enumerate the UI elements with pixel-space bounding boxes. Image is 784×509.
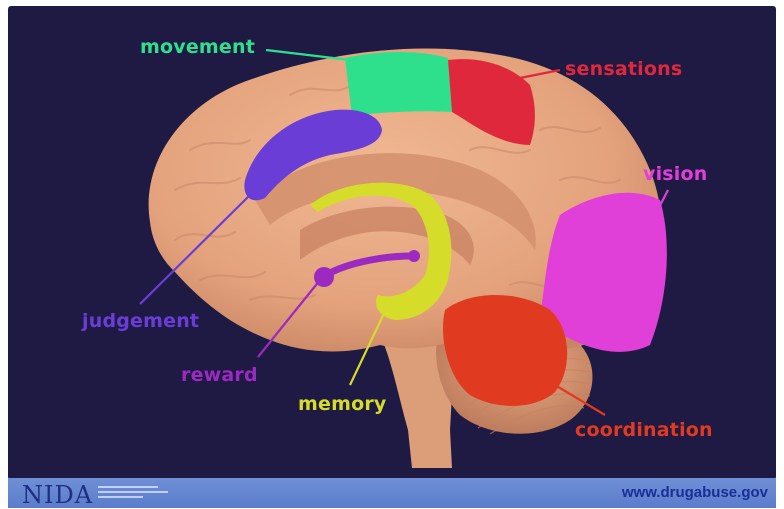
label-reward: reward [181, 364, 258, 386]
nida-logo: NIDA [22, 481, 93, 509]
label-movement: movement [140, 36, 255, 58]
label-coordination: coordination [575, 419, 713, 441]
label-sensations: sensations [565, 58, 682, 80]
label-memory: memory [298, 393, 387, 415]
website-link[interactable]: www.drugabuse.gov [622, 484, 768, 501]
footer-bar: NIDA www.drugabuse.gov [8, 478, 776, 508]
label-judgement: judgement [82, 310, 199, 332]
nida-logo-subtext [98, 484, 184, 502]
movement-region [345, 52, 452, 116]
label-vision: vision [643, 163, 708, 185]
